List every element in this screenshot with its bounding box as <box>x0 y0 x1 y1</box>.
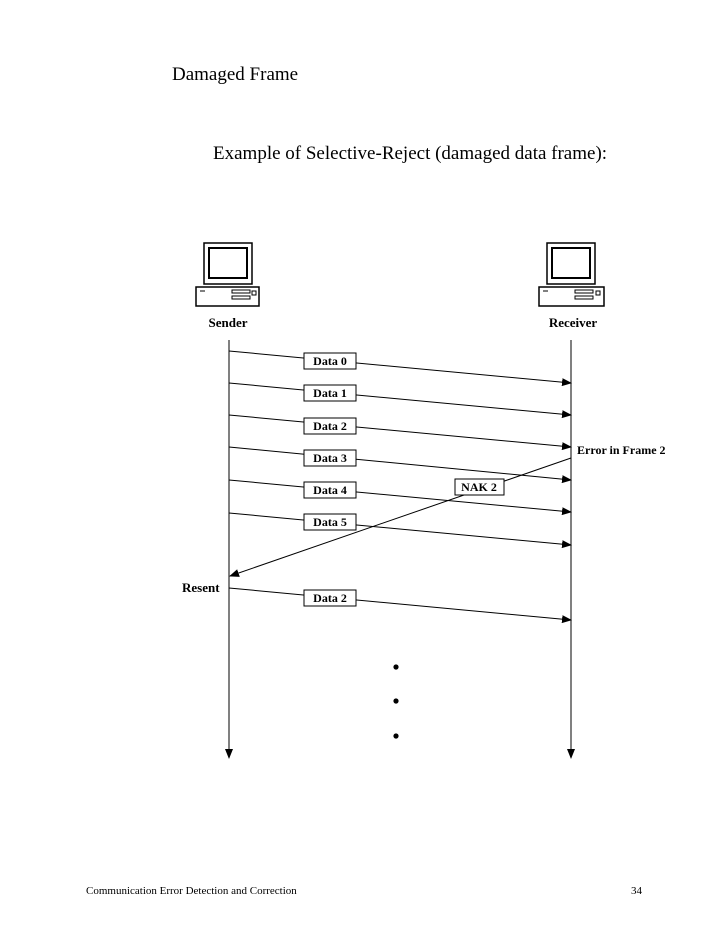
frame-arrow-data-1 <box>228 382 572 419</box>
section-heading: Damaged Frame <box>172 64 299 85</box>
frame-box-data-2: Data 2 <box>303 417 357 435</box>
figure-caption: Example of Selective-Reject (damaged dat… <box>213 143 608 164</box>
frame-label: Data 4 <box>313 483 347 497</box>
resent-arrow <box>228 587 572 624</box>
frame-box-data-0: Data 0 <box>303 352 357 370</box>
frame-arrow-data-2 <box>228 414 572 451</box>
frame-label: Data 5 <box>313 515 347 529</box>
frame-arrow-data-0 <box>228 350 572 387</box>
frame-label: Data 2 <box>313 419 347 433</box>
nak-arrow <box>229 457 572 577</box>
error-label: Error in Frame 2 <box>577 443 666 457</box>
frame-box-data-5: Data 5 <box>303 513 357 531</box>
receiver-label: Receiver <box>549 315 598 330</box>
sender-computer-icon <box>195 242 260 307</box>
frame-arrow-data-3 <box>228 446 572 484</box>
frame-label: Data 0 <box>313 354 347 368</box>
frame-arrow-data-4 <box>228 479 572 516</box>
frame-box-data-4: Data 4 <box>303 481 357 499</box>
footer-title: Communication Error Detection and Correc… <box>86 885 297 897</box>
frame-label: Data 2 <box>313 591 347 605</box>
frame-box-data-3: Data 3 <box>303 449 357 467</box>
resent-label: Resent <box>182 580 220 595</box>
nak-label: NAK 2 <box>461 480 497 494</box>
frame-label: Data 1 <box>313 386 347 400</box>
frame-arrow-data-5 <box>228 512 572 549</box>
sender-label: Sender <box>209 315 248 330</box>
continuation-dots <box>393 664 399 739</box>
resent-frame-box: Data 2 <box>303 589 357 607</box>
frame-label: Data 3 <box>313 451 347 465</box>
page-number: 34 <box>631 885 642 897</box>
frame-box-data-1: Data 1 <box>303 384 357 402</box>
receiver-computer-icon <box>538 242 605 307</box>
nak-box: NAK 2 <box>454 478 505 496</box>
